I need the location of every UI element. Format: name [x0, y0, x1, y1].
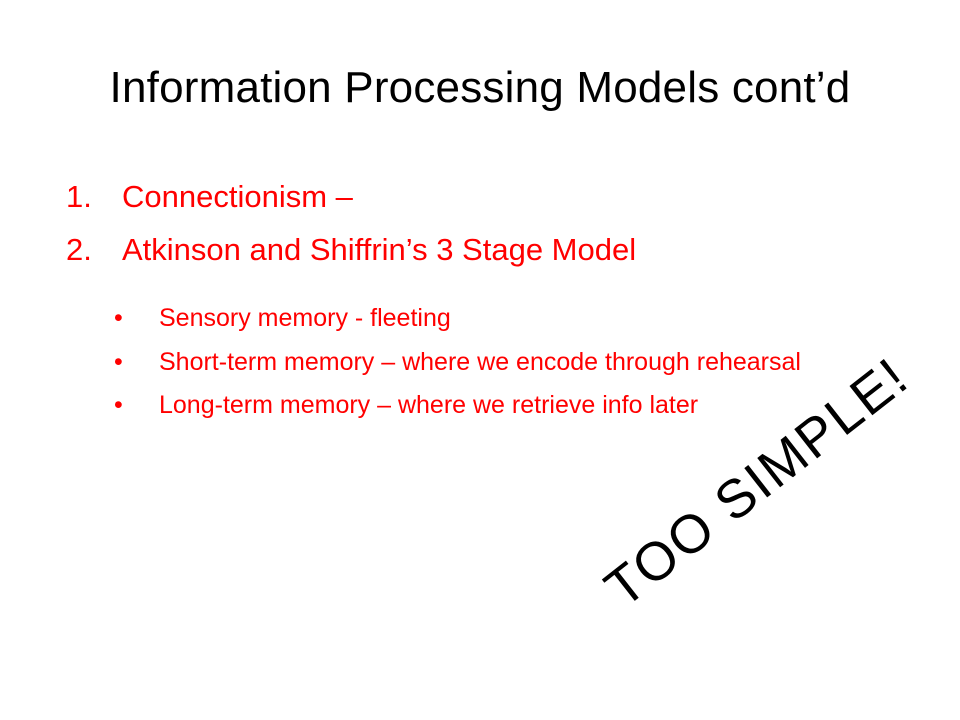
list-item: • Long-term memory – where we retrieve i… [108, 389, 908, 422]
list-item: 1. Connectionism – [66, 178, 896, 215]
list-item: • Short-term memory – where we encode th… [108, 346, 908, 379]
numbered-list: 1. Connectionism – 2. Atkinson and Shiff… [66, 178, 896, 284]
list-item-text: Sensory memory - fleeting [159, 304, 451, 332]
list-item-text: Long-term memory – where we retrieve inf… [159, 391, 699, 419]
bullet-icon: • [114, 391, 123, 419]
list-item: 2. Atkinson and Shiffrin’s 3 Stage Model [66, 231, 896, 268]
bullet-icon: • [114, 304, 123, 332]
list-item-text: Atkinson and Shiffrin’s 3 Stage Model [122, 232, 637, 268]
list-number: 1. [66, 179, 92, 214]
list-item-text: Connectionism – [122, 179, 353, 214]
slide-title: Information Processing Models cont’d [109, 63, 851, 112]
list-item: • Sensory memory - fleeting [108, 302, 908, 335]
list-item-text: Short-term memory – where we encode thro… [159, 347, 801, 376]
bullet-list: • Sensory memory - fleeting • Short-term… [108, 302, 908, 433]
list-number: 2. [66, 232, 92, 268]
bullet-icon: • [114, 347, 123, 376]
